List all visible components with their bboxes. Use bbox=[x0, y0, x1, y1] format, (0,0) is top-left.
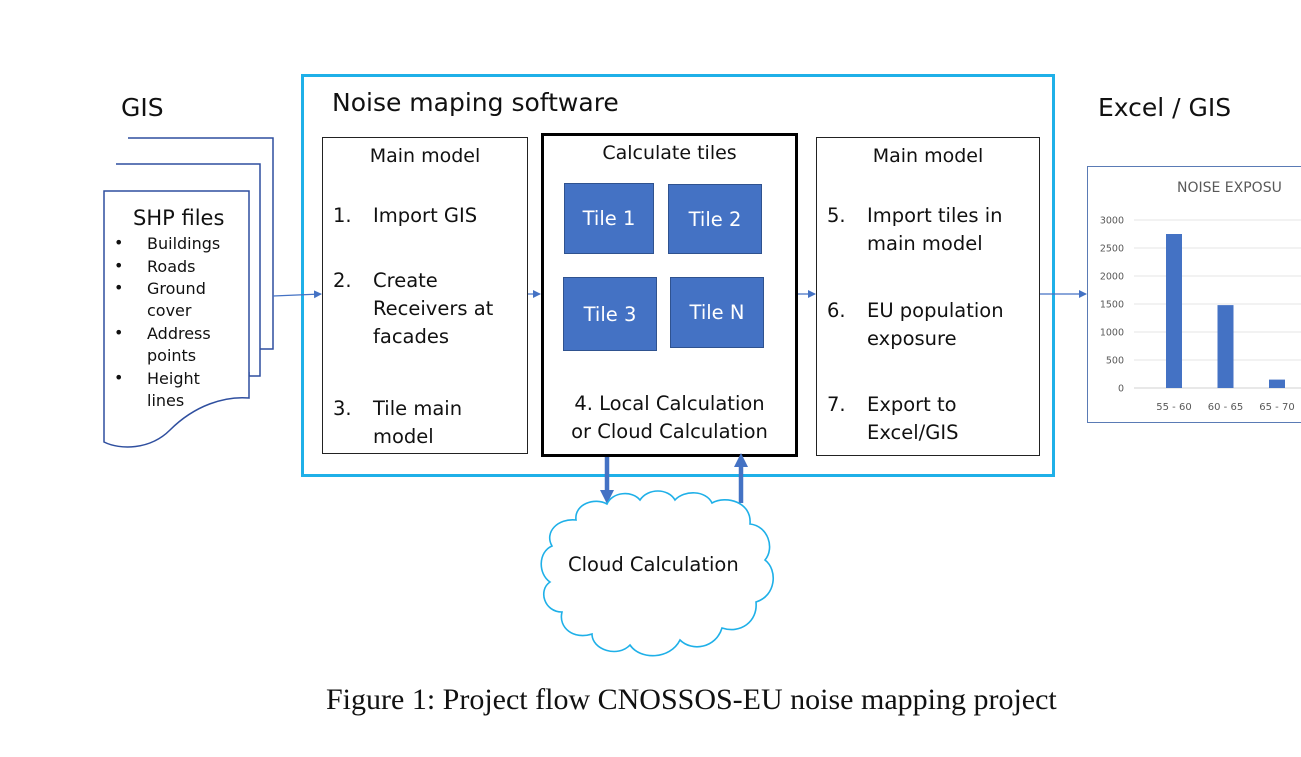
step-text: Export to bbox=[867, 393, 957, 416]
step-text: Tile main bbox=[373, 397, 463, 420]
chart-title: NOISE EXPOSU bbox=[1177, 180, 1282, 196]
bullet-icon: • bbox=[114, 278, 124, 297]
panel-heading: Main model bbox=[369, 145, 481, 167]
step-number: 2. bbox=[333, 269, 352, 292]
shp-file-item: Ground bbox=[147, 279, 206, 298]
shp-file-item: points bbox=[147, 346, 197, 365]
step-text: EU population bbox=[867, 299, 1004, 322]
bullet-icon: • bbox=[114, 255, 124, 275]
tile-n: Tile N bbox=[670, 277, 764, 348]
shp-file-item: Roads bbox=[147, 256, 196, 276]
shp-file-item: cover bbox=[147, 301, 192, 320]
chart-bar bbox=[1166, 234, 1182, 388]
step-text: Excel/GIS bbox=[867, 421, 959, 444]
step-text: Import tiles in bbox=[867, 204, 1003, 227]
bullet-icon: • bbox=[114, 233, 124, 252]
document-front-sheet bbox=[103, 190, 250, 448]
noise-mapping-software-box bbox=[301, 74, 1055, 477]
shp-files-title: SHP files bbox=[133, 206, 225, 230]
cloud-calculation-option-text: or Cloud Calculation bbox=[571, 420, 768, 443]
shp-file-item: Height bbox=[147, 369, 200, 388]
bullet-icon: • bbox=[114, 323, 124, 342]
excel-gis-section-title: Excel / GIS bbox=[1098, 93, 1232, 122]
cloud-shape bbox=[540, 490, 774, 657]
step-text: main model bbox=[867, 232, 983, 255]
shp-file-item: lines bbox=[147, 391, 185, 410]
cloud-calculation-label: Cloud Calculation bbox=[568, 553, 739, 576]
step-number: 1. bbox=[333, 204, 352, 227]
chart-y-tick-label: 2500 bbox=[1100, 244, 1124, 255]
main-model-panel-left: Main model bbox=[322, 137, 528, 454]
bullet-icon: • bbox=[114, 368, 124, 387]
main-model-panel-right: Main model bbox=[816, 137, 1040, 456]
chart-x-tick-label: 60 - 65 bbox=[1208, 402, 1243, 413]
chart-x-tick-label: 55 - 60 bbox=[1156, 402, 1191, 413]
step-text: Receivers at bbox=[373, 297, 494, 320]
chart-bar bbox=[1217, 305, 1234, 388]
tile-2: Tile 2 bbox=[668, 184, 762, 254]
figure-caption: Figure 1: Project flow CNOSSOS-EU noise … bbox=[326, 683, 1057, 716]
chart-x-tick-label: 65 - 70 bbox=[1259, 402, 1294, 413]
step-number: 6. bbox=[827, 299, 846, 322]
tile-1: Tile 1 bbox=[564, 183, 654, 254]
chart-y-tick-label: 500 bbox=[1106, 356, 1124, 367]
step-number: 5. bbox=[827, 204, 846, 227]
local-calculation-text: 4. Local Calculation bbox=[574, 392, 765, 415]
chart-bar bbox=[1269, 379, 1285, 388]
step-text: Import GIS bbox=[373, 204, 478, 227]
panel-heading: Main model bbox=[872, 145, 984, 167]
step-text: model bbox=[373, 425, 434, 448]
gis-section-title: GIS bbox=[121, 93, 164, 122]
tile-3: Tile 3 bbox=[563, 277, 657, 351]
chart-y-tick-label: 1500 bbox=[1100, 300, 1124, 311]
step-text: facades bbox=[373, 325, 450, 348]
chart-y-tick-label: 1000 bbox=[1100, 328, 1124, 339]
shp-file-item: Buildings bbox=[147, 234, 221, 253]
step-text: exposure bbox=[867, 327, 957, 350]
software-section-title: Noise maping software bbox=[332, 88, 619, 117]
noise-exposure-chart bbox=[1087, 166, 1301, 423]
step-number: 3. bbox=[333, 397, 352, 420]
chart-y-tick-label: 0 bbox=[1118, 384, 1124, 395]
calculate-tiles-panel: Calculate tiles Tile 1 Tile 2 Tile 3 Til… bbox=[541, 133, 798, 457]
step-number: 7. bbox=[827, 393, 846, 416]
chart-y-tick-label: 2000 bbox=[1100, 272, 1124, 283]
chart-y-tick-label: 3000 bbox=[1100, 216, 1124, 227]
panel-heading: Calculate tiles bbox=[602, 142, 737, 164]
arrow-gis-to-main-model bbox=[272, 290, 322, 299]
shp-file-item: Address bbox=[147, 324, 211, 343]
step-text: Create bbox=[373, 269, 438, 292]
